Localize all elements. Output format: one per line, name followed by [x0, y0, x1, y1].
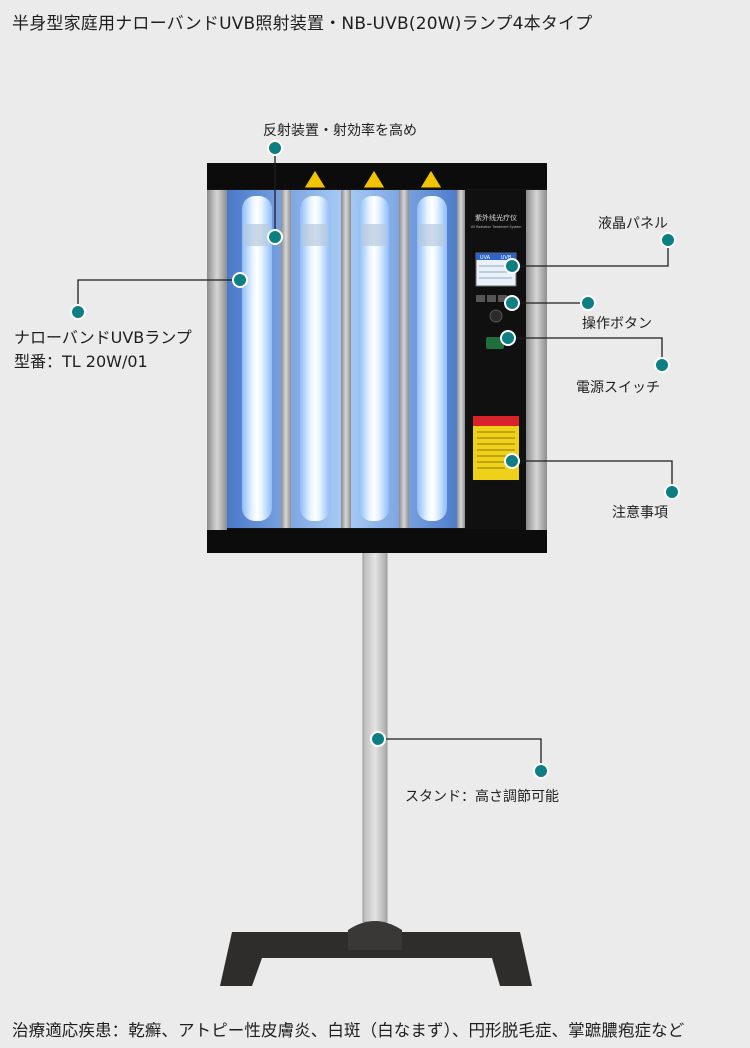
side-rail-left [207, 190, 227, 530]
callout-power-switch: 電源スイッチ [576, 380, 660, 396]
uvb-lamp [242, 196, 272, 521]
leader-lamp [77, 279, 240, 312]
uvb-lamp [417, 196, 447, 521]
marker-dot [70, 304, 86, 320]
operation-buttons [476, 295, 507, 323]
callout-operation-button: 操作ボタン [582, 316, 652, 332]
marker-dot [500, 330, 516, 346]
marker-dot [504, 295, 520, 311]
lamp-name: ナローバンドUVBランプ [14, 328, 192, 347]
power-switch [486, 337, 504, 349]
side-rail-right [526, 190, 547, 530]
marker-dot [533, 763, 549, 779]
marker-dot [504, 258, 520, 274]
lcd-col-uvb: UVB [501, 255, 512, 261]
stand-base [220, 932, 532, 986]
marker-dot [654, 357, 670, 373]
uvb-lamp [300, 196, 330, 521]
callout-reflector: 反射装置・射効率を高め [263, 123, 417, 139]
callout-lcd-panel: 液晶パネル [598, 216, 668, 232]
marker-dot [504, 453, 520, 469]
uvb-lamp [359, 196, 389, 521]
warning-triangle-icon [419, 169, 443, 189]
leader-lines [77, 148, 673, 771]
leader-power [508, 337, 663, 365]
page-title: 半身型家庭用ナローバンドUVB照射装置・NB-UVB(20W)ランプ4本タイプ [12, 14, 593, 34]
callout-lamp: ナローバンドUVBランプ 型番：TL 20W/01 [14, 326, 192, 374]
leader-caution [512, 460, 673, 492]
lcd-col-uva: UVA [480, 255, 491, 261]
leader-stand [378, 738, 542, 771]
marker-dot [267, 229, 283, 245]
marker-dot [267, 140, 283, 156]
warning-triangle-icon [303, 169, 327, 189]
callout-markers [70, 140, 680, 779]
lamp-model: 型番：TL 20W/01 [14, 352, 148, 371]
marker-dot [580, 295, 596, 311]
marker-dot [660, 232, 676, 248]
warning-triangle-icons [303, 169, 443, 189]
marker-dot [664, 484, 680, 500]
marker-dot [370, 731, 386, 747]
brand-label-cn: 紫外线光疗仪 [475, 213, 517, 222]
warning-triangle-icon [362, 169, 386, 189]
callout-stand: スタンド：高さ調節可能 [405, 789, 559, 805]
uvb-lamps [242, 196, 447, 521]
brand-label-en: UV Radiation Treatment System [471, 225, 522, 229]
marker-dot [232, 272, 248, 288]
caution-label [473, 416, 519, 480]
leader-lcd [512, 240, 669, 267]
indications-footer: 治療適応疾患：乾癬、アトピー性皮膚炎、白斑（白なまず）、円形脱毛症、掌蹠膿疱症な… [12, 1021, 685, 1040]
callout-caution: 注意事項 [612, 505, 668, 521]
